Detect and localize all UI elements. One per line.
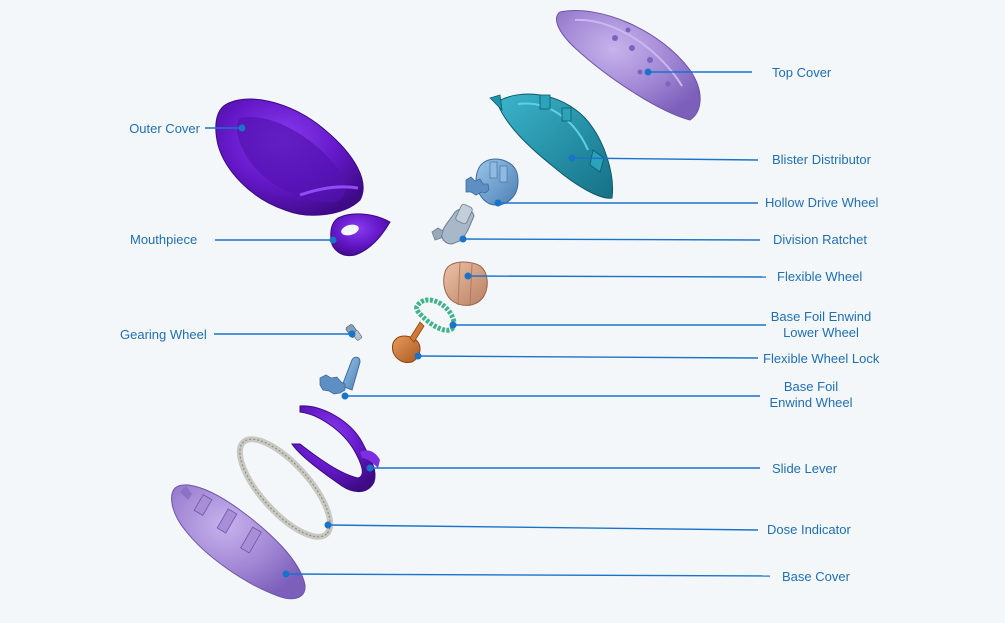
label-base-foil-enwind-wheel-line1: Base Foil — [783, 379, 839, 394]
leader-flexible-wheel — [467, 275, 767, 278]
mouthpiece-part — [330, 213, 391, 257]
slide-lever-part — [291, 405, 380, 492]
label-flexible-wheel-lock: Flexible Wheel Lock — [763, 351, 880, 366]
leader-division-ratchet — [462, 238, 761, 241]
leader-lines — [205, 68, 771, 578]
outer-cover-part — [215, 98, 364, 216]
label-base-foil-enwind-lower-wheel: Base Foil Enwind Lower Wheel — [760, 309, 882, 341]
base-foil-enwind-lower-wheel-part — [414, 297, 457, 333]
base-cover-part — [171, 484, 306, 600]
label-division-ratchet: Division Ratchet — [773, 232, 867, 247]
label-base-foil-enwind-wheel: Base Foil Enwind Wheel — [760, 379, 862, 411]
label-base-foil-enwind-lower-wheel-line2: Lower Wheel — [783, 325, 859, 340]
division-ratchet-part — [431, 203, 475, 245]
label-mouthpiece: Mouthpiece — [130, 232, 198, 247]
leader-dose-indicator — [327, 524, 759, 531]
blister-distributor-part — [489, 93, 614, 199]
label-base-foil-enwind-lower-wheel-line1: Base Foil Enwind — [770, 309, 872, 324]
label-outer-cover: Outer Cover — [129, 121, 200, 136]
leader-base-cover — [285, 573, 771, 577]
flexible-wheel-lock-part — [391, 321, 425, 363]
flexible-wheel-part — [443, 261, 488, 307]
label-top-cover: Top Cover — [772, 65, 832, 80]
top-cover-part — [556, 10, 701, 121]
label-base-foil-enwind-wheel-line2: Enwind Wheel — [769, 395, 853, 410]
label-flexible-wheel: Flexible Wheel — [777, 269, 863, 284]
label-dose-indicator: Dose Indicator — [767, 522, 851, 537]
label-slide-lever: Slide Lever — [772, 461, 838, 476]
label-hollow-drive-wheel: Hollow Drive Wheel — [765, 195, 879, 210]
hollow-drive-wheel-part — [465, 158, 519, 206]
base-foil-enwind-wheel-part — [319, 356, 361, 395]
leader-flexible-wheel-lock — [417, 355, 759, 359]
leader-blister-distributor — [571, 157, 759, 161]
label-base-cover: Base Cover — [782, 569, 850, 584]
label-gearing-wheel: Gearing Wheel — [120, 327, 207, 342]
label-blister-distributor: Blister Distributor — [772, 152, 871, 167]
dose-indicator-part — [236, 436, 334, 540]
